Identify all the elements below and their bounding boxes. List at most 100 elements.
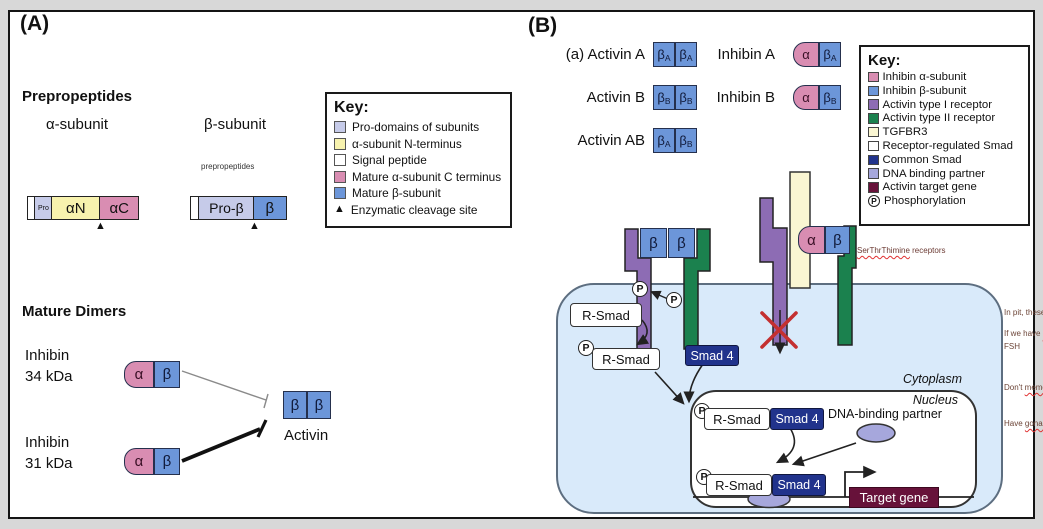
note-text: Have: [1004, 419, 1025, 428]
cleavage-site-marker-beta: ▲: [249, 220, 260, 232]
serthr-word: SerThrThimine: [857, 246, 910, 255]
dna-binding-partner-label: DNA-binding partner: [828, 407, 942, 421]
unit-sub: B: [686, 138, 693, 149]
smad4-box: Smad 4: [685, 345, 739, 366]
inhibin-34-line2: 34 kDa: [25, 368, 73, 385]
key-item-label: Activin target gene: [882, 181, 977, 194]
note-text: In pit, these: [1004, 308, 1043, 317]
key-item: Activin target gene: [868, 181, 1021, 193]
unit-sub: B: [664, 95, 671, 106]
key-item: DNA binding partner: [868, 168, 1021, 180]
phospho-circle-2: P: [666, 292, 682, 308]
swatch-type2-receptor: [868, 113, 879, 124]
key-item: Mature α-subunit C terminus: [334, 170, 503, 184]
swatch-mature-alpha-c: [334, 170, 346, 183]
unit-base: β: [823, 47, 831, 62]
key-item: α-subunit N-terminus: [334, 137, 503, 151]
unit-sub: A: [830, 52, 837, 63]
activin-a-label: (a) Activin A: [565, 46, 645, 63]
inhibin31-beta-unit: β: [154, 448, 180, 475]
cleavage-site-marker-alpha: ▲: [95, 220, 106, 232]
inhibin-b-label: Inhibin B: [716, 89, 775, 106]
nuclear-smad4-box: Smad 4: [770, 408, 824, 430]
unit-sub: B: [830, 95, 837, 106]
key-item: Inhibin α-subunit: [868, 71, 1021, 83]
mature-dimers-title: Mature Dimers: [22, 303, 127, 320]
alpha-c-terminus-segment: αC: [99, 196, 140, 220]
key-item-label: Pro-domains of subunits: [352, 120, 480, 134]
note-text: Don't: [1004, 383, 1025, 392]
key-item-label: Activin type II receptor: [882, 112, 996, 125]
target-gene-box: Target gene: [849, 487, 939, 508]
prepropeptides-annotation: prepropeptides: [201, 162, 255, 171]
mature-beta-segment: β: [252, 196, 287, 220]
inhibin31-alpha-unit: α: [124, 448, 154, 475]
inhibin-31-line2: 31 kDa: [25, 455, 73, 472]
key-a-title: Key:: [334, 99, 369, 116]
activin-b-label: Activin B: [586, 89, 645, 106]
pro-beta-segment: Pro-β: [198, 196, 255, 220]
swatch-mature-beta: [334, 187, 346, 200]
activin-ab-label: Activin AB: [577, 132, 645, 149]
alpha-n-terminus-segment: αN: [50, 196, 101, 220]
inhibin34-beta-unit: β: [154, 361, 180, 388]
pro-domain-segment: Pro: [34, 196, 53, 220]
inhibin-b-alpha-unit: α: [793, 85, 819, 110]
unit-sub: B: [686, 95, 693, 106]
panel-a-label: (A): [20, 12, 50, 35]
tgfbr3-bound-beta: β: [825, 226, 850, 254]
key-b-title: Key:: [868, 52, 901, 69]
key-item: Mature β-subunit: [334, 186, 503, 200]
activin-beta-unit-1: β: [283, 391, 307, 419]
key-item: TGFBR3: [868, 126, 1021, 138]
key-item-label: Activin type I receptor: [882, 98, 993, 111]
key-item-label: Signal peptide: [352, 153, 427, 168]
swatch-tgfbr3: [868, 126, 879, 138]
swatch-signal-peptide: [334, 154, 346, 167]
unit-base: β: [679, 47, 687, 62]
serthr-annotation: SerThrThimine receptors: [857, 246, 945, 255]
unit-base: β: [657, 90, 665, 105]
margin-note: In pit, these: [1004, 308, 1043, 317]
swatch-common-smad: [868, 154, 879, 166]
key-item: Common Smad: [868, 154, 1021, 166]
key-item-label: DNA binding partner: [882, 167, 986, 180]
swatch-type1-receptor: [868, 99, 879, 110]
key-panel-b: Key: Inhibin α-subunit Inhibin β-subunit…: [859, 45, 1030, 226]
note-text: FSH: [1004, 342, 1020, 351]
inhibin-31-line1: Inhibin: [25, 434, 70, 451]
key-item-label: Mature α-subunit C terminus: [352, 169, 502, 184]
key-item-label: Enzymatic cleavage site: [350, 202, 478, 217]
cleavage-triangle-icon: ▲: [334, 203, 345, 216]
cytoplasm-label: Cytoplasm: [902, 372, 962, 386]
inhibin-34-label: Inhibin 34 kDa: [25, 345, 73, 387]
phospho-circle-1: P: [632, 281, 648, 297]
key-item: Receptor-regulated Smad: [868, 140, 1021, 152]
beta-subunit-heading: β-subunit: [204, 116, 266, 133]
unit-sub: A: [664, 52, 671, 63]
inhibin-34-line1: Inhibin: [25, 347, 70, 364]
key-item-label: α-subunit N-terminus: [352, 136, 462, 151]
key-panel-a: Key: Pro-domains of subunits α-subunit N…: [325, 92, 512, 228]
margin-note: Don't memo: [1004, 383, 1043, 392]
unit-sub: A: [664, 138, 671, 149]
key-item-label: Receptor-regulated Smad: [882, 139, 1013, 152]
key-item: Activin type II receptor: [868, 112, 1021, 124]
receptor-bound-beta-2: β: [668, 228, 695, 258]
unit-base: β: [823, 90, 831, 105]
key-item: Pro-domains of subunits: [334, 120, 503, 134]
unit-base: β: [657, 133, 665, 148]
receptor-bound-beta-1: β: [640, 228, 667, 258]
tgfbr3-bound-alpha: α: [798, 226, 825, 254]
r-smad-box: R-Smad: [570, 303, 642, 327]
key-item: Signal peptide: [334, 153, 503, 167]
serthr-rest: receptors: [909, 246, 946, 255]
swatch-receptor-smad: [868, 140, 879, 152]
